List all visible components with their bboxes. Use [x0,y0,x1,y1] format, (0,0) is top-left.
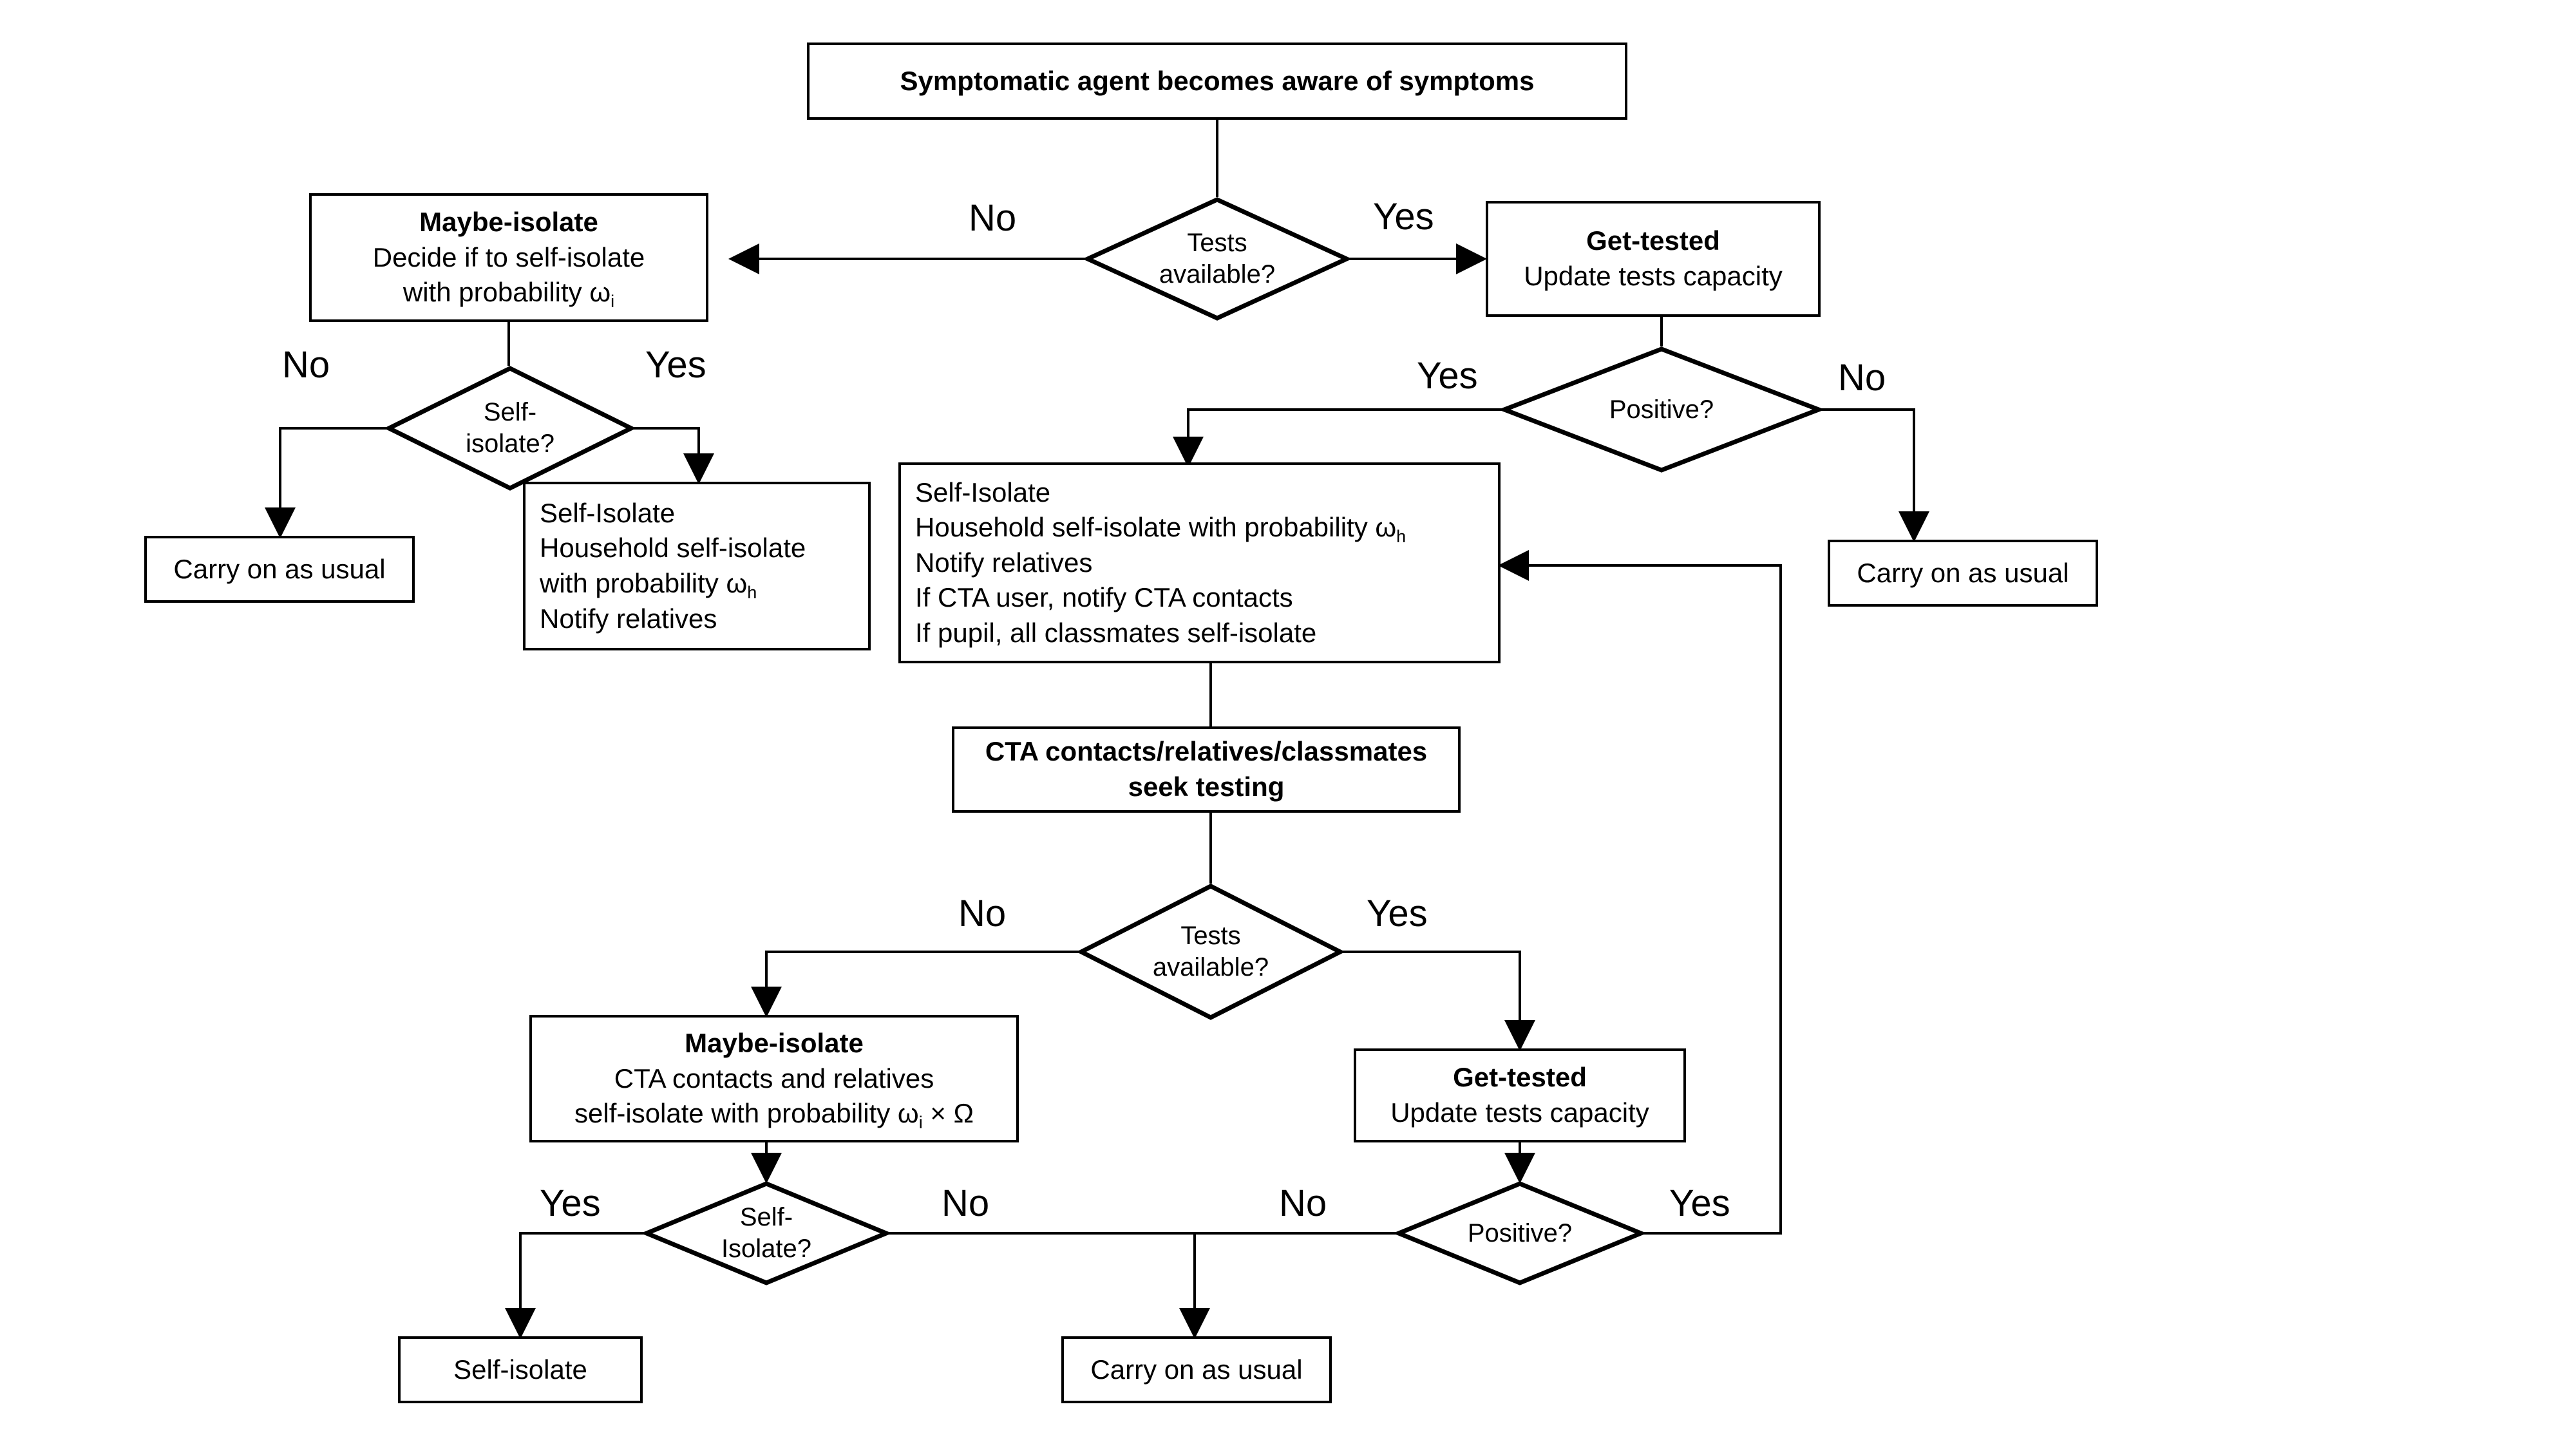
branch-label-positive-bottom-no: No [1279,1182,1327,1224]
branch-label-self-isolate-top-no: No [282,344,330,386]
node-self-isolate-bottom-label: Self-isolate [453,1354,587,1385]
decision-tests-available-top: Tests available? [1082,197,1352,321]
node-self-isolate-main-line5: If pupil, all classmates self-isolate [915,617,1317,648]
node-self-isolate-left: Self-Isolate Household self-isolate with… [523,482,871,650]
decision-positive-top: Positive? [1498,346,1825,473]
decision-tests-available-bottom: Tests available? [1076,884,1345,1020]
branch-label-self-isolate-bottom-yes: Yes [540,1182,601,1224]
node-get-tested-top-line2: Update tests capacity [1524,261,1783,291]
node-self-isolate-left-line1: Self-Isolate [540,497,676,528]
edge-self-isolate-q-yes-to-self-isolate-left [633,427,714,484]
maybe-isolate-bottom-prob-suffix: × Ω [922,1098,974,1129]
node-start-label: Symptomatic agent becomes aware of sympt… [900,65,1535,96]
node-start: Symptomatic agent becomes aware of sympt… [807,43,1627,120]
self-isolate-left-prob-text: with probability ω [540,568,748,598]
node-get-tested-bottom: Get-tested Update tests capacity [1354,1048,1686,1142]
edge-self-isolate-q-bottom-yes-to-self-isolate [505,1232,644,1339]
edge-tests-bottom-yes-to-get-tested-bottom [1343,951,1535,1051]
maybe-isolate-top-prob-text: with probability ω [402,277,611,308]
edge-positive-top-yes-to-self-isolate-main [1173,408,1502,468]
branch-label-positive-top-no: No [1838,357,1886,399]
branch-label-tests-top-no: No [969,197,1017,239]
node-maybe-isolate-bottom: Maybe-isolate CTA contacts and relatives… [529,1015,1019,1142]
node-get-tested-top-line1: Get-tested [1586,225,1720,256]
edge-tests-bottom-no-to-maybe-isolate-bottom [751,951,1079,1018]
node-self-isolate-left-line2: Household self-isolate [540,533,806,564]
node-self-isolate-main-line4: If CTA user, notify CTA contacts [915,582,1293,613]
node-maybe-isolate-top-line3: with probability ωi [403,275,614,310]
node-self-isolate-main-line2: Household self-isolate with probability … [901,510,1406,545]
node-carry-on-bottom: Carry on as usual [1061,1336,1332,1403]
node-self-isolate-main-line3: Notify relatives [915,547,1093,578]
node-maybe-isolate-bottom-line1: Maybe-isolate [685,1028,864,1059]
node-get-tested-bottom-line2: Update tests capacity [1390,1097,1649,1128]
decision-positive-bottom: Positive? [1392,1181,1647,1285]
edge-positive-top-no-to-carry-on-right [1821,408,1929,542]
branch-label-tests-top-yes: Yes [1373,196,1434,238]
decision-self-isolate-top: Self- isolate? [384,366,636,491]
self-isolate-left-prob-subscript: h [747,583,757,602]
node-carry-on-left-label: Carry on as usual [173,553,386,584]
node-get-tested-bottom-line1: Get-tested [1453,1062,1587,1093]
branch-label-positive-top-yes: Yes [1417,355,1478,397]
node-self-isolate-bottom: Self-isolate [398,1336,643,1403]
edge-self-isolate-q-no-to-carry-on-left [265,427,386,538]
node-cta-seek-testing-line2: seek testing [1128,772,1285,802]
maybe-isolate-bottom-prob-text: self-isolate with probability ω [574,1098,919,1129]
node-cta-seek-testing-line1: CTA contacts/relatives/classmates [985,736,1428,767]
node-maybe-isolate-bottom-line3: self-isolate with probability ωi × Ω [574,1096,974,1132]
node-carry-on-bottom-label: Carry on as usual [1090,1354,1303,1385]
node-maybe-isolate-bottom-line2: CTA contacts and relatives [614,1063,934,1094]
node-self-isolate-left-line3: with probability ωh [526,566,757,601]
node-maybe-isolate-top: Maybe-isolate Decide if to self-isolate … [309,193,708,322]
node-carry-on-right-label: Carry on as usual [1857,557,2069,588]
self-isolate-main-prob-subscript: h [1396,527,1406,547]
node-self-isolate-main: Self-Isolate Household self-isolate with… [898,462,1501,663]
node-carry-on-right: Carry on as usual [1828,540,2098,607]
branch-label-tests-bottom-yes: Yes [1367,893,1428,934]
node-maybe-isolate-top-line2: Decide if to self-isolate [372,242,645,272]
branch-label-self-isolate-bottom-no: No [942,1182,990,1224]
branch-label-self-isolate-top-yes: Yes [645,344,706,386]
node-get-tested-top: Get-tested Update tests capacity [1486,201,1821,317]
decision-self-isolate-bottom: Self- Isolate? [640,1181,893,1285]
edge-positive-bottom-yes-loop-to-self-isolate-main [1498,550,1782,1235]
node-maybe-isolate-top-line1: Maybe-isolate [419,207,598,238]
node-self-isolate-main-line1: Self-Isolate [915,477,1051,507]
maybe-isolate-bottom-prob-subscript: i [918,1113,923,1133]
node-self-isolate-left-line4: Notify relatives [540,603,717,634]
node-cta-seek-testing: CTA contacts/relatives/classmates seek t… [952,726,1461,813]
self-isolate-main-prob-text: Household self-isolate with probability … [915,512,1397,543]
maybe-isolate-top-prob-subscript: i [611,292,615,312]
branch-label-positive-bottom-yes: Yes [1669,1182,1730,1224]
branch-label-tests-bottom-no: No [958,893,1007,934]
node-carry-on-left: Carry on as usual [144,536,415,603]
